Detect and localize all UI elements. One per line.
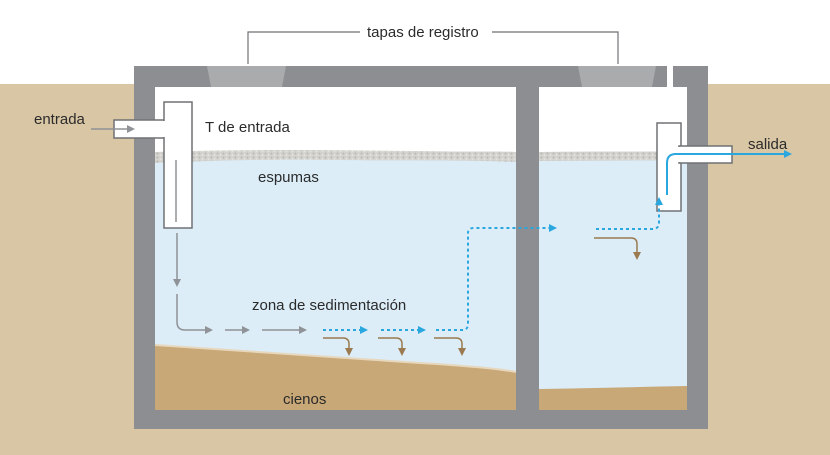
- label-scum: espumas: [258, 169, 319, 186]
- scum-left: [155, 150, 516, 163]
- label-outlet: salida: [748, 136, 788, 153]
- left-chamber: [154, 87, 517, 410]
- sludge-right: [539, 386, 687, 410]
- settling-arrows: [323, 237, 641, 356]
- flow-blue-path: [323, 197, 663, 334]
- flow-gray-path: [176, 294, 307, 334]
- outlet-tee: [656, 122, 733, 212]
- partition-wall: [516, 87, 539, 410]
- label-sludge: cienos: [283, 391, 326, 408]
- outlet-flow-arrow: [666, 150, 792, 195]
- sludge-left: [155, 345, 516, 410]
- access-covers-bracket: [247, 31, 619, 64]
- label-inlet-tee: T de entrada: [205, 119, 290, 136]
- vent-gap: [667, 66, 673, 87]
- access-cover-left: [207, 66, 286, 87]
- scum-right: [539, 151, 687, 161]
- access-covers: [207, 66, 673, 87]
- access-cover-right: [578, 66, 656, 87]
- inlet-tee: [113, 101, 193, 229]
- label-access-covers: tapas de registro: [367, 24, 479, 41]
- label-settling-zone: zona de sedimentación: [252, 297, 406, 314]
- label-inlet: entrada: [34, 111, 86, 128]
